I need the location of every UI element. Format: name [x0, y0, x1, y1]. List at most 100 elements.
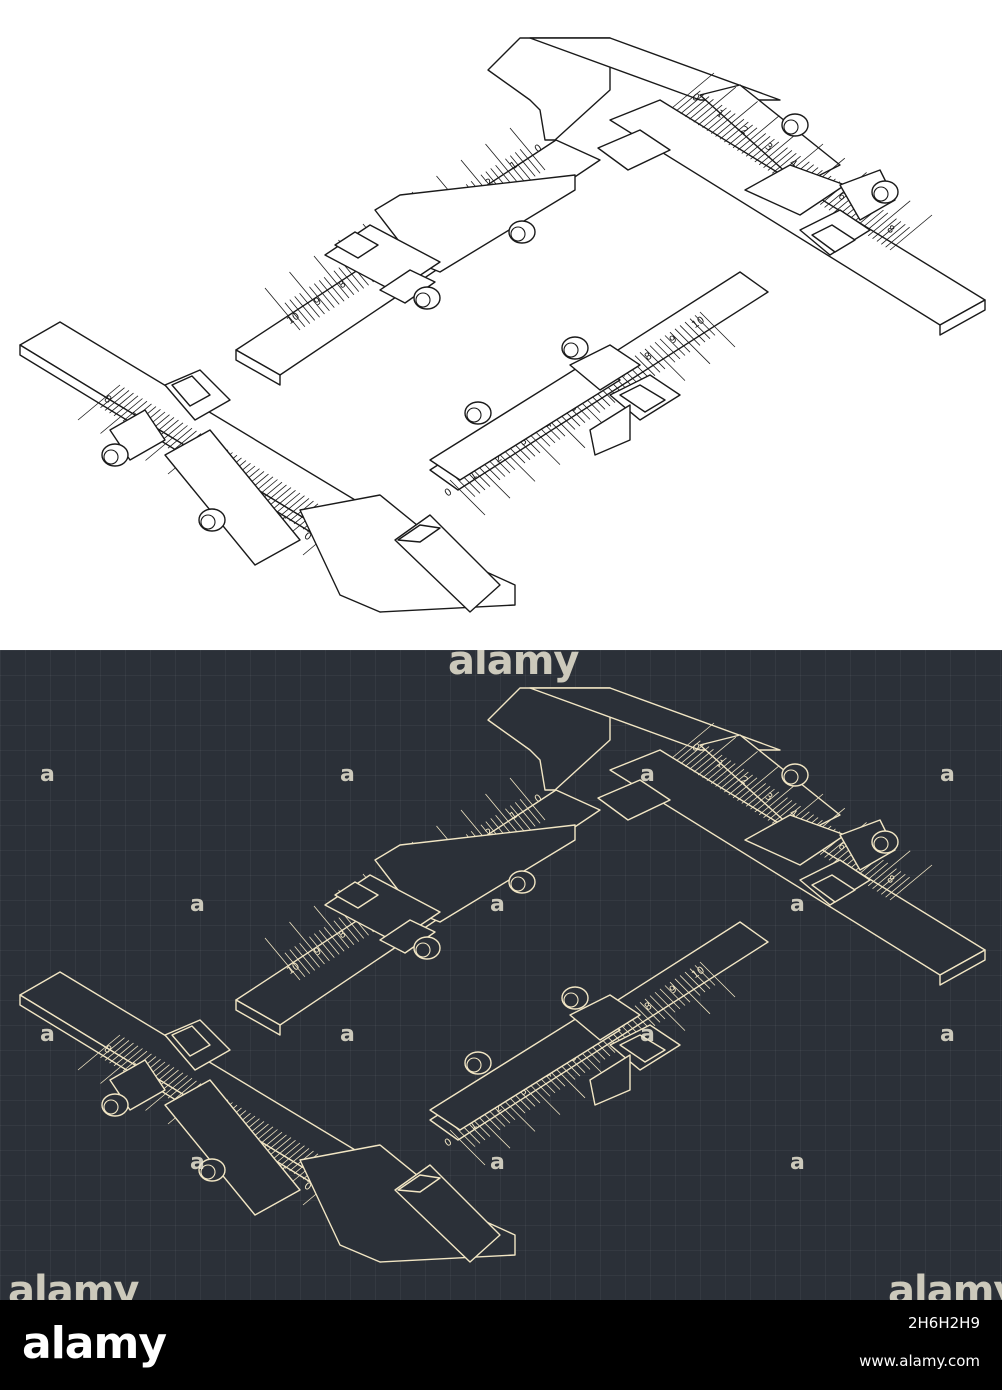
scale-label-right: 0	[690, 742, 702, 755]
scale-ticks-top	[514, 152, 536, 177]
adjust-knob-face	[510, 226, 526, 242]
main-beam-end	[235, 349, 281, 386]
scale-ticks-right	[767, 150, 793, 171]
scale-ticks-right	[763, 147, 788, 168]
scale-ticks-bottom	[644, 998, 666, 1020]
scale-ticks-top	[284, 952, 306, 978]
scale-ticks-bottom	[634, 1005, 656, 1026]
scale-ticks-top	[299, 292, 320, 318]
scale-ticks-right	[684, 746, 710, 767]
scale-label-top: 0	[533, 143, 545, 156]
scale-ticks-right	[741, 133, 767, 154]
scale-label-left: 0	[302, 531, 314, 544]
scale-label-right: 4	[787, 808, 799, 821]
slider-foot-bottom	[589, 1054, 631, 1106]
scale-ticks-right	[680, 743, 705, 764]
main-beam-end	[235, 999, 281, 1036]
scale-ticks-top	[318, 280, 340, 305]
watermark-a: a	[790, 1150, 805, 1175]
watermark-a: a	[640, 1022, 655, 1047]
scale-ticks-top	[313, 283, 335, 308]
scale-ticks-right	[697, 104, 723, 126]
locking-knob-face	[466, 407, 482, 423]
clamp-window-top	[334, 881, 379, 909]
scale-ticks-bottom	[649, 345, 686, 381]
scale-ticks-right	[710, 113, 736, 134]
scale-ticks-top	[509, 155, 531, 180]
scale-ticks-left	[122, 1050, 148, 1072]
scale-ticks-bottom	[679, 975, 701, 996]
scale-ticks-top	[485, 793, 521, 837]
scale-label-top: 9	[312, 296, 324, 309]
scale-ticks-top	[264, 937, 301, 981]
scale-ticks-top	[323, 276, 345, 302]
watermark-a: a	[940, 1022, 955, 1047]
scale-ticks-right	[719, 768, 745, 790]
scale-ticks-bottom	[669, 331, 691, 353]
scale-ticks-right	[889, 214, 933, 251]
scale-ticks-bottom	[649, 995, 686, 1031]
locking-knob-face	[103, 1099, 119, 1115]
scale-label-bottom: 0	[443, 487, 455, 500]
scale-ticks-bottom	[474, 1112, 511, 1149]
scale-ticks-bottom	[639, 352, 661, 373]
scale-ticks-left	[271, 489, 296, 511]
scale-ticks-left	[104, 1040, 130, 1061]
adjust-knob-face	[783, 119, 799, 135]
scale-ticks-right	[885, 876, 910, 898]
scale-ticks-right	[745, 785, 771, 807]
scale-ticks-top	[333, 270, 355, 296]
scale-ticks-right	[724, 771, 749, 793]
adjust-knob-face	[510, 876, 526, 892]
scale-ticks-right	[693, 736, 737, 773]
locking-knob-face	[415, 942, 431, 958]
scale-ticks-bottom	[654, 991, 676, 1013]
scale-label-left: 8	[102, 394, 114, 407]
right-slider-top	[699, 84, 841, 186]
scale-ticks-right	[728, 774, 753, 796]
scale-ticks-right	[689, 99, 714, 120]
scale-label-right: 3	[763, 791, 775, 804]
scale-label-bottom: 1	[468, 1120, 480, 1133]
clamp-window-left	[171, 1025, 211, 1057]
scale-ticks-right	[689, 749, 714, 770]
slider-lock-top	[379, 919, 436, 954]
right-slider-top	[699, 734, 841, 836]
scale-ticks-right	[680, 93, 705, 114]
watermark-a: a	[790, 892, 805, 917]
scale-label-bottom: 3	[518, 1086, 530, 1099]
scale-label-top: 8	[337, 929, 349, 942]
caliper-badge	[397, 1174, 441, 1193]
scale-ticks-top	[284, 302, 306, 328]
watermark-a: a	[490, 892, 505, 917]
scale-ticks-top	[519, 148, 541, 174]
image-id: 2H6H2H9	[907, 1314, 980, 1332]
scale-ticks-top	[289, 921, 325, 965]
watermark-a: a	[490, 1150, 505, 1175]
right-beam-end	[939, 299, 986, 336]
scale-label-bottom: 3	[518, 436, 530, 449]
watermark-a: a	[40, 1022, 55, 1047]
blueprint-panel-light: 1098765432100123456788765432100123456789…	[0, 0, 1002, 650]
scale-ticks-left	[113, 1045, 139, 1067]
scale-ticks-left	[172, 430, 197, 452]
adjust-knob-face	[200, 1164, 216, 1180]
alamy-logo: alamy	[22, 1318, 167, 1369]
right-beam-end	[939, 949, 986, 986]
clamp-window-top	[334, 231, 379, 259]
scale-ticks-right	[881, 224, 906, 245]
scale-ticks-top	[485, 143, 521, 187]
locking-knob-face	[103, 449, 119, 465]
scale-ticks-bottom	[674, 328, 711, 365]
scale-ticks-top	[294, 296, 316, 321]
slider-block-bottom	[569, 994, 641, 1041]
slider-foot-bottom	[589, 404, 631, 456]
scale-ticks-top	[294, 946, 316, 971]
scale-ticks-left	[167, 427, 193, 449]
scale-ticks-bottom	[449, 479, 486, 516]
scale-ticks-bottom	[699, 311, 736, 348]
scale-ticks-right	[876, 221, 902, 242]
scale-ticks-right	[676, 740, 701, 762]
scale-label-top: 2	[484, 827, 496, 840]
watermark-a: a	[640, 762, 655, 787]
